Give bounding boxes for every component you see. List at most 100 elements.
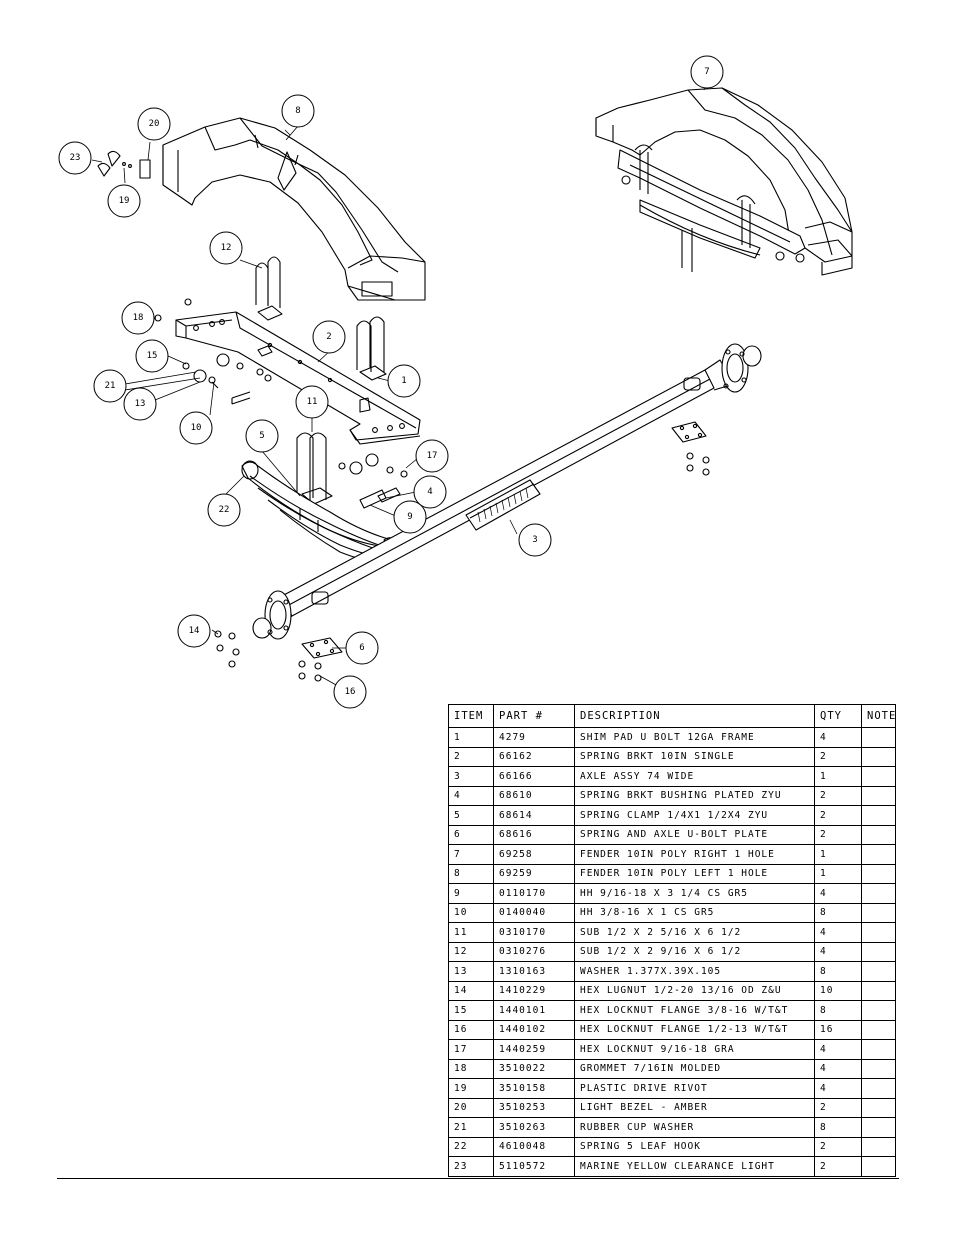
cell-qty: 1 (814, 863, 862, 884)
cell-part-number: 68614 (493, 805, 575, 826)
cell-note (861, 922, 896, 943)
callout-balloon-12 (209, 231, 243, 265)
cell-description: LIGHT BEZEL - AMBER (574, 1097, 815, 1118)
cell-item: 10 (448, 902, 494, 923)
callout-label-1: 1 (401, 376, 406, 386)
cell-note (861, 941, 896, 962)
header-note: NOTE (861, 704, 896, 728)
cell-part-number: 1440101 (493, 1000, 575, 1021)
cell-item: 22 (448, 1136, 494, 1157)
header-qty: QTY (814, 704, 862, 728)
cell-qty: 2 (814, 824, 862, 845)
cell-note (861, 961, 896, 982)
cell-qty: 4 (814, 1078, 862, 1099)
cell-item: 15 (448, 1000, 494, 1021)
cell-part-number: 4279 (493, 727, 575, 748)
callout-label-14: 14 (189, 626, 200, 636)
callout-balloon-22 (207, 493, 241, 527)
cell-qty: 2 (814, 1156, 862, 1177)
cell-description: FENDER 10IN POLY RIGHT 1 HOLE (574, 844, 815, 865)
callout-balloon-2 (312, 320, 346, 354)
cell-part-number: 68610 (493, 785, 575, 806)
cell-item: 3 (448, 766, 494, 787)
header-description: DESCRIPTION (574, 704, 815, 728)
cell-description: HEX LUGNUT 1/2-20 13/16 OD Z&U (574, 980, 815, 1001)
cell-qty: 8 (814, 961, 862, 982)
left-fender (162, 117, 426, 301)
cell-note (861, 902, 896, 923)
cell-note (861, 1019, 896, 1040)
u-bolts (255, 256, 387, 505)
cell-description: MARINE YELLOW CLEARANCE LIGHT (574, 1156, 815, 1177)
cell-qty: 8 (814, 1000, 862, 1021)
cell-note (861, 1097, 896, 1118)
callout-label-3: 3 (532, 535, 537, 545)
callout-balloon-15 (135, 339, 169, 373)
cell-description: RUBBER CUP WASHER (574, 1117, 815, 1138)
cell-item: 20 (448, 1097, 494, 1118)
cell-item: 9 (448, 883, 494, 904)
cell-description: WASHER 1.377X.39X.105 (574, 961, 815, 982)
cell-part-number: 5110572 (493, 1156, 575, 1177)
callout-balloon-19 (107, 184, 141, 218)
cell-part-number: 0110170 (493, 883, 575, 904)
callout-balloon-18 (121, 301, 155, 335)
callout-label-7: 7 (704, 67, 709, 77)
cell-part-number: 69259 (493, 863, 575, 884)
cell-qty: 4 (814, 883, 862, 904)
callout-balloon-3 (518, 523, 552, 557)
cell-description: SPRING BRKT 10IN SINGLE (574, 746, 815, 767)
callout-label-11: 11 (307, 397, 318, 407)
cell-note (861, 1078, 896, 1099)
callout-balloon-7 (690, 55, 724, 89)
cell-description: SPRING BRKT BUSHING PLATED ZYU (574, 785, 815, 806)
cell-part-number: 1440102 (493, 1019, 575, 1040)
cell-item: 8 (448, 863, 494, 884)
cell-item: 16 (448, 1019, 494, 1040)
right-fender-assembly (595, 87, 853, 276)
callout-balloon-21 (93, 369, 127, 403)
callout-label-2: 2 (326, 332, 331, 342)
cell-note (861, 883, 896, 904)
cell-note (861, 1136, 896, 1157)
cell-item: 12 (448, 941, 494, 962)
hardware (97, 150, 710, 682)
cell-part-number: 0310170 (493, 922, 575, 943)
header-item: ITEM (448, 704, 494, 728)
cell-item: 7 (448, 844, 494, 865)
cell-part-number: 3510253 (493, 1097, 575, 1118)
cell-item: 17 (448, 1039, 494, 1060)
cell-description: SUB 1/2 X 2 5/16 X 6 1/2 (574, 922, 815, 943)
cell-description: GROMMET 7/16IN MOLDED (574, 1058, 815, 1079)
callout-label-5: 5 (259, 431, 264, 441)
cell-part-number: 3510158 (493, 1078, 575, 1099)
cell-part-number: 4610048 (493, 1136, 575, 1157)
cell-description: HEX LOCKNUT FLANGE 1/2-13 W/T&T (574, 1019, 815, 1040)
table-header-row: ITEM PART # DESCRIPTION QTY NOTE (448, 704, 896, 728)
cell-part-number: 0140040 (493, 902, 575, 923)
callout-balloon-4 (413, 475, 447, 509)
callout-balloon-20 (137, 107, 171, 141)
callout-label-21: 21 (105, 381, 116, 391)
cell-qty: 8 (814, 1117, 862, 1138)
cell-item: 21 (448, 1117, 494, 1138)
cell-qty: 4 (814, 727, 862, 748)
callout-label-15: 15 (147, 351, 158, 361)
cell-qty: 4 (814, 922, 862, 943)
